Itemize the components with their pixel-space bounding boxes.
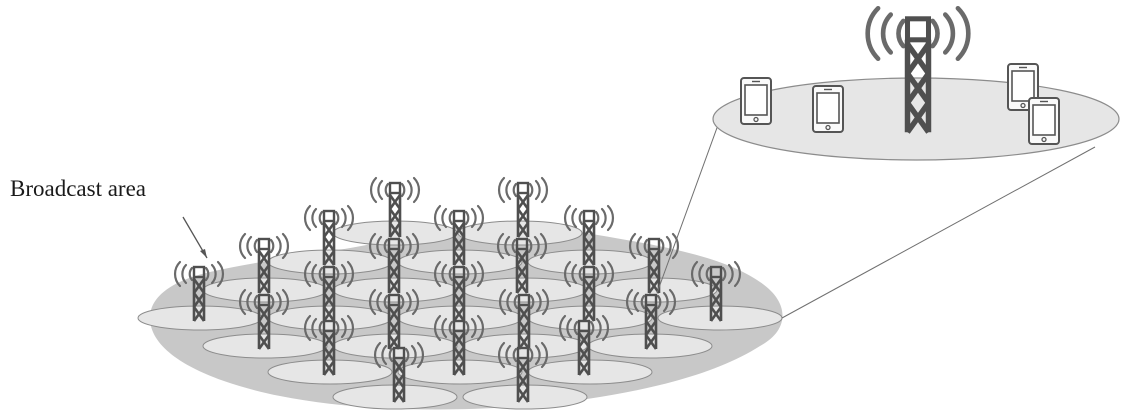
- coverage-cell: [527, 249, 653, 275]
- coverage-cell: [267, 359, 393, 385]
- broadcast-area-arrow: [182, 216, 208, 259]
- smartphone-icon: [1028, 97, 1060, 145]
- coverage-cell: [202, 333, 328, 359]
- connector-line-upper: [656, 124, 719, 294]
- coverage-cell: [137, 305, 263, 331]
- zoom-connector: [656, 124, 1096, 319]
- coverage-cell: [462, 333, 588, 359]
- connector-line-lower: [781, 146, 1096, 319]
- coverage-cell: [397, 359, 523, 385]
- coverage-cell: [587, 333, 713, 359]
- smartphone-icon: [812, 85, 844, 133]
- smartphone-icon: [740, 77, 772, 125]
- zoomed-cell: [712, 8, 1120, 161]
- broadcast-area-label: Broadcast area: [10, 176, 147, 201]
